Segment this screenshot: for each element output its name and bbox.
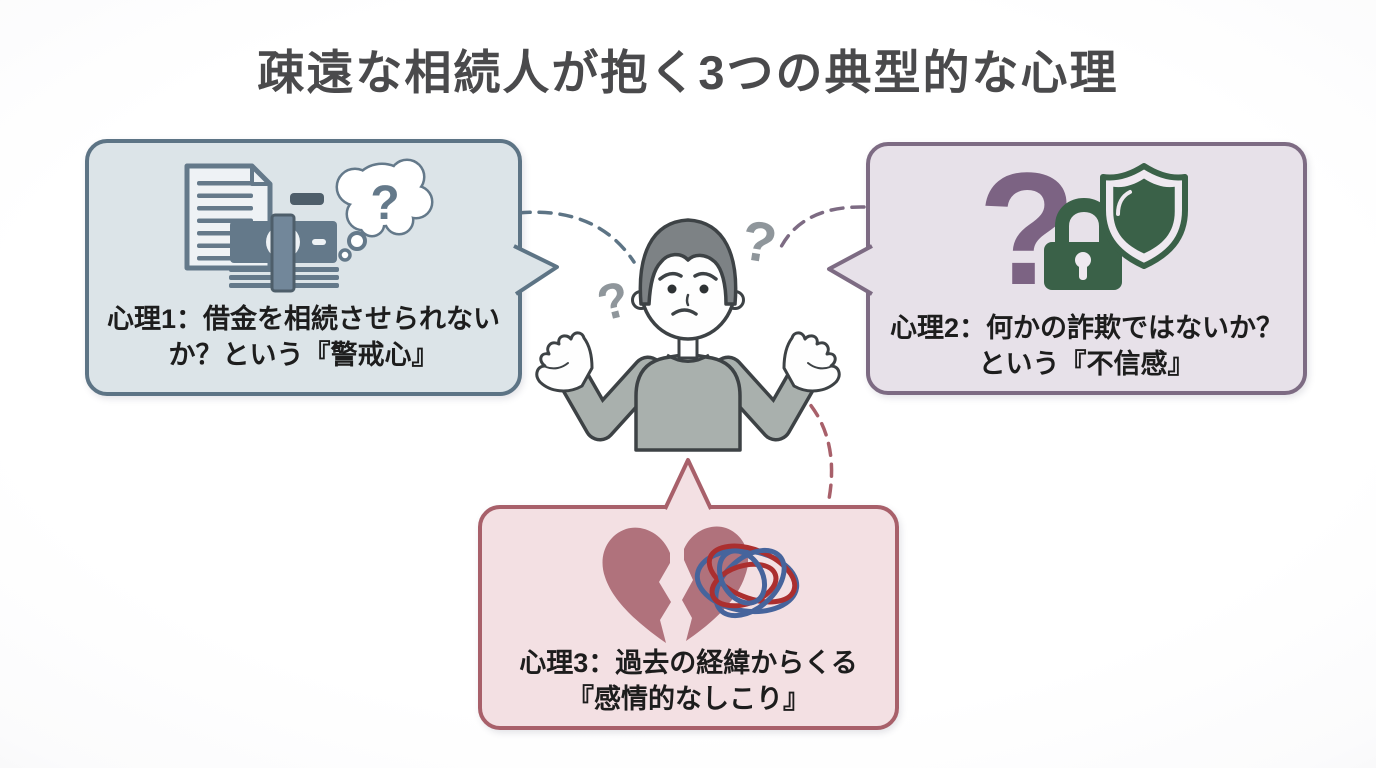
neck — [666, 324, 710, 363]
cloud-question-glyph: ? — [370, 177, 399, 230]
right-eye — [699, 284, 709, 294]
bubble3-text: 心理3：過去の経緯からくる 『感情的なしこり』 — [482, 645, 895, 717]
tangled-scribble-icon — [694, 543, 800, 619]
thought-cloud-question-icon: ? — [335, 158, 434, 262]
torso-sweater — [634, 352, 742, 452]
left-eye — [667, 284, 677, 294]
diagram-title: 疎遠な相続人が抱く3つの典型的な心理 — [257, 46, 1119, 99]
person-question-mark-right: ? — [737, 207, 782, 276]
bubble2-icon-group: ? — [978, 162, 1188, 298]
bubble2-text-line1: 心理2：何かの詐欺ではないか？ — [889, 313, 1283, 343]
frown-mouth — [671, 308, 698, 316]
bubble1-text: 心理1：借金を相続させられない か？という『警戒心』 — [89, 301, 518, 373]
person-question-mark-left: ? — [591, 270, 635, 332]
bubble2-text: 心理2：何かの詐欺ではないか？ という『不信感』 — [870, 310, 1303, 382]
connector-bubble1-to-person — [516, 210, 636, 264]
speech-bubble-psychology-1: ? 心理1：借金を相続させられない か？という『警戒心』 — [85, 139, 522, 396]
speech-bubble-psychology-3: 心理3：過去の経緯からくる 『感情的なしこり』 — [478, 505, 899, 730]
minus-icon — [290, 193, 324, 205]
right-arm-and-hand — [728, 333, 839, 425]
bubble3-text-line2: 『感情的なしこり』 — [567, 684, 810, 714]
bubble3-icon-group — [602, 526, 800, 643]
left-eyebrow — [658, 271, 683, 281]
hair — [638, 218, 738, 306]
head — [631, 218, 745, 341]
money-stack-icon — [229, 213, 339, 293]
bubble3-tail — [663, 458, 713, 510]
bubble1-text-line2: か？という『警戒心』 — [168, 340, 439, 370]
bubble1-text-line1: 心理1：借金を相続させられない — [106, 304, 500, 334]
connector-person-to-bubble3 — [795, 388, 834, 501]
confused-person-illustration — [520, 218, 880, 452]
bubble2-text-line2: という『不信感』 — [978, 349, 1195, 379]
right-eyebrow — [693, 271, 718, 281]
speech-bubble-psychology-2: ? 心理2：何かの詐欺ではないか？ という『不信感』 — [866, 142, 1307, 395]
bubble3-text-line1: 心理3：過去の経緯からくる — [519, 648, 858, 678]
connector-bubble2-to-person — [779, 205, 866, 249]
nose — [685, 293, 690, 307]
shield-icon — [1100, 163, 1188, 269]
bubble1-icon-group: ? — [184, 158, 434, 293]
left-arm-and-hand — [537, 333, 648, 425]
